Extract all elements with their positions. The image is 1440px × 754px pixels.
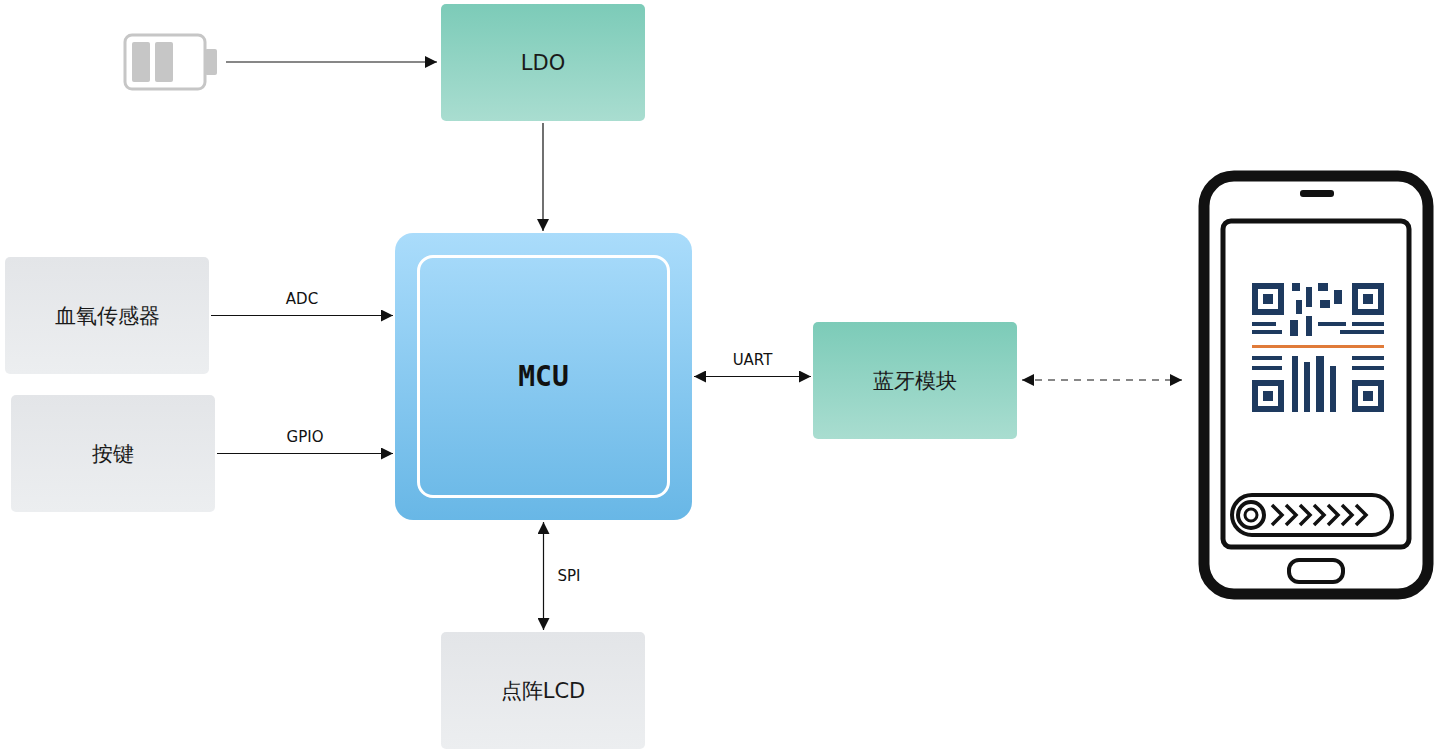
battery-icon xyxy=(125,35,217,89)
signal-arrow xyxy=(217,453,393,454)
node-label: 按键 xyxy=(92,440,134,468)
phone-icon xyxy=(1204,176,1428,594)
sensor-box: 血氧传感器 xyxy=(5,257,209,374)
signal-name: ADC xyxy=(286,290,318,308)
signal-name: GPIO xyxy=(287,428,324,446)
node-label: MCU xyxy=(518,360,569,393)
node-label: 血氧传感器 xyxy=(55,302,160,330)
signal-arrow xyxy=(543,522,544,630)
signal-arrow xyxy=(542,123,543,231)
signal-name: UART xyxy=(733,351,773,369)
node-label: LDO xyxy=(521,51,565,75)
node-label: 蓝牙模块 xyxy=(873,367,957,395)
regulator-box: LDO xyxy=(441,4,645,121)
button-box: 按键 xyxy=(11,395,215,512)
wireless-link xyxy=(1022,379,1182,380)
mcu-box: MCU xyxy=(395,233,692,520)
power-line xyxy=(226,61,437,62)
signal-arrow xyxy=(694,376,811,377)
signal-name: SPI xyxy=(558,567,581,585)
node-label: 点阵LCD xyxy=(501,677,586,705)
bluetooth-box: 蓝牙模块 xyxy=(813,322,1017,439)
signal-arrow xyxy=(211,315,393,316)
display-box: 点阵LCD xyxy=(441,632,645,749)
